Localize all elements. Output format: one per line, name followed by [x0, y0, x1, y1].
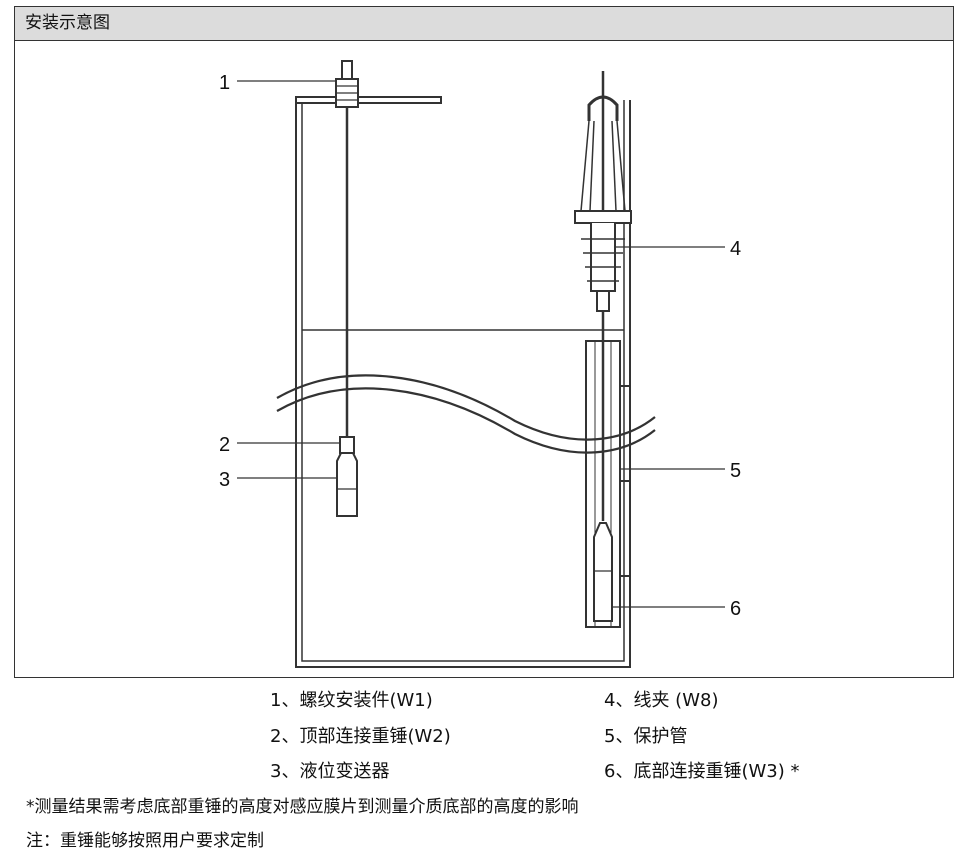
legend-item-3: 3、液位变送器	[270, 761, 390, 782]
callout-6: 6	[730, 598, 741, 620]
legend-item-4: 4、线夹 (W8)	[604, 690, 719, 711]
callout-1: 1	[219, 72, 230, 94]
level-transmitter	[336, 452, 358, 517]
customization-note: 注：重锤能够按照用户要求定制	[26, 831, 264, 851]
tank-outline	[295, 100, 631, 668]
frame-title: 安装示意图	[15, 7, 953, 41]
callout-5: 5	[730, 460, 741, 482]
installation-diagram: 1 2 3 4 5 6	[219, 60, 741, 668]
legend-item-6: 6、底部连接重锤(W3) *	[604, 761, 800, 782]
diagram-frame: 安装示意图	[14, 6, 954, 678]
fitting-stem	[341, 60, 353, 80]
bottom-weight	[593, 522, 613, 622]
measurement-note: *测量结果需考虑底部重锤的高度对感应膜片到测量介质底部的高度的影响	[26, 797, 579, 817]
legend-item-2: 2、顶部连接重锤(W2)	[270, 726, 451, 747]
mounting-plate	[295, 96, 442, 104]
callout-4: 4	[730, 238, 741, 260]
tank-inner-wall	[301, 100, 625, 662]
callout-2: 2	[219, 434, 230, 456]
legend-item-1: 1、螺纹安装件(W1)	[270, 690, 433, 711]
legend-item-5: 5、保护管	[604, 726, 688, 747]
callout-3: 3	[219, 469, 230, 491]
wave-break	[276, 374, 656, 441]
top-weight	[339, 436, 355, 454]
cable-clamp	[587, 95, 619, 121]
